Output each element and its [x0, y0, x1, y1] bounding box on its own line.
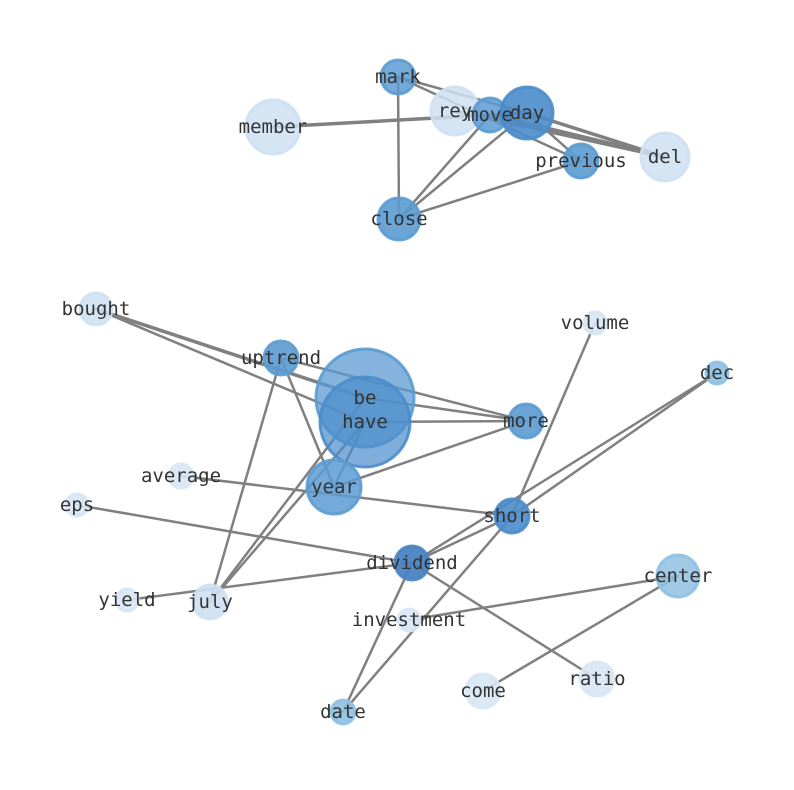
node-dec [704, 360, 730, 386]
node-label-previous: previous [535, 150, 627, 172]
node-more [507, 402, 545, 440]
node-layer [64, 58, 730, 726]
node-label-day: day [510, 102, 544, 124]
edge-close-move [397, 113, 492, 221]
node-label-date: date [320, 701, 366, 723]
node-close [376, 196, 422, 242]
edge-come-center [481, 574, 680, 693]
node-label-center: center [644, 565, 713, 587]
node-year [305, 458, 363, 516]
node-label-yield: yield [98, 589, 155, 611]
node-previous [562, 142, 600, 180]
edge-eps-dividend [75, 503, 414, 565]
edge-yield-dividend [125, 561, 414, 602]
node-label-ratio: ratio [568, 668, 625, 690]
node-label-volume: volume [561, 312, 630, 334]
edge-uptrend-july [208, 356, 283, 604]
node-day [499, 85, 555, 141]
node-dividend [393, 544, 431, 582]
node-label-uptrend: uptrend [241, 347, 321, 369]
node-bought [78, 291, 114, 327]
edge-close-previous [397, 159, 583, 221]
node-average [167, 462, 195, 490]
node-label-have: have [342, 411, 388, 433]
node-center [655, 553, 701, 599]
node-date [329, 698, 357, 726]
node-have [318, 375, 412, 469]
node-label-mark: mark [375, 66, 421, 88]
node-label-bought: bought [62, 298, 131, 320]
edge-volume-short [510, 321, 597, 518]
edge-dividend-ratio [410, 561, 599, 681]
node-label-investment: investment [352, 609, 466, 631]
node-eps [64, 492, 90, 518]
node-label-dec: dec [700, 362, 734, 384]
node-mark [379, 58, 417, 96]
node-label-del: del [648, 146, 682, 168]
node-label-come: come [460, 680, 506, 702]
node-label-dividend: dividend [366, 552, 458, 574]
node-uptrend [262, 339, 300, 377]
node-label-member: member [239, 116, 308, 138]
node-volume [582, 310, 608, 336]
edge-close-day [397, 111, 529, 221]
node-short [493, 497, 531, 535]
node-label-average: average [141, 465, 221, 487]
node-del [639, 131, 691, 183]
node-member [244, 98, 302, 156]
edge-investment-center [407, 574, 680, 622]
node-label-eps: eps [60, 494, 94, 516]
node-july [191, 583, 229, 621]
edge-dividend-date [341, 561, 414, 714]
node-label-july: july [187, 591, 233, 613]
edge-dec-dividend [410, 371, 719, 565]
node-investment [396, 607, 422, 633]
node-label-year: year [311, 476, 357, 498]
node-label-close: close [370, 208, 427, 230]
node-label-move: move [467, 104, 513, 126]
node-label-more: more [503, 410, 549, 432]
edge-dec-short [510, 371, 719, 518]
node-yield [114, 587, 140, 613]
edge-year-more [332, 419, 528, 489]
edge-short-date [341, 514, 514, 714]
node-ratio [578, 660, 616, 698]
node-label-be: be [354, 387, 377, 409]
node-come [464, 672, 502, 710]
edge-mark-close [396, 75, 401, 221]
node-label-short: short [483, 505, 540, 527]
node-label-rey: rey [438, 100, 472, 122]
